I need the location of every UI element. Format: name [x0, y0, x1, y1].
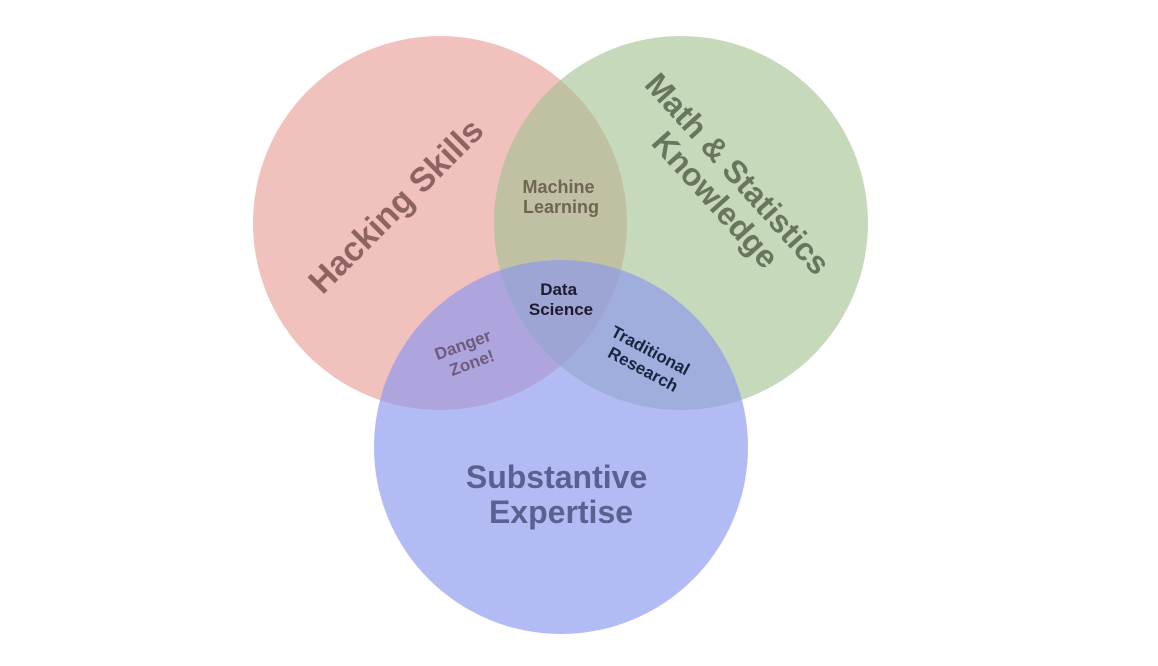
- substantive-expertise-label: Substantive Expertise: [466, 459, 656, 530]
- data-science-label-line-2: Science: [529, 300, 593, 319]
- data-science-label-line-1: Data: [540, 280, 577, 299]
- substantive-expertise-circle: [374, 260, 748, 634]
- substantive-expertise-label-line-1: Substantive: [466, 459, 647, 495]
- data-science-label: Data Science: [529, 280, 593, 319]
- machine-learning-label-line-2: Learning: [523, 197, 599, 217]
- substantive-expertise-label-line-2: Expertise: [489, 494, 633, 530]
- machine-learning-label: Machine Learning: [522, 177, 599, 217]
- machine-learning-label-line-1: Machine: [522, 177, 594, 197]
